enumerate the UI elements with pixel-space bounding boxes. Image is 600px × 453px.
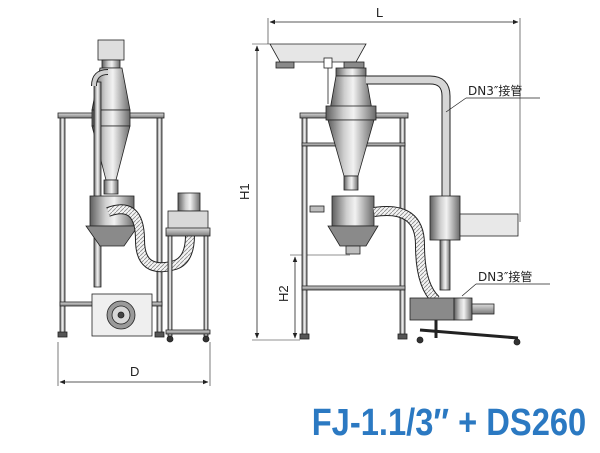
dimension-l-label: L <box>376 5 383 20</box>
left-frame-foot <box>57 331 68 338</box>
dimension-h1-label: H1 <box>237 183 252 200</box>
right-frame-post-left <box>301 115 308 339</box>
right-cyclone-upper <box>329 75 373 111</box>
left-top-neck <box>101 59 121 69</box>
left-blower-stand-post <box>203 235 209 337</box>
right-frame-post-right <box>399 115 406 339</box>
callout-bottom-label: DN3″接管 <box>478 269 532 284</box>
left-cone-outlet <box>103 179 119 195</box>
left-flex-hose <box>106 205 194 272</box>
left-blower-stand-foot <box>165 329 211 335</box>
right-blower-head <box>453 297 473 321</box>
right-view <box>252 18 550 346</box>
dimension-h2-label: H2 <box>276 285 291 302</box>
left-blower-base <box>165 227 211 237</box>
left-blower-stand-post <box>167 235 173 337</box>
right-hopper-cone <box>327 225 379 247</box>
right-top-delivery-pipe <box>366 76 450 200</box>
left-vertical-pipe <box>93 81 102 288</box>
right-filter-lid <box>269 43 367 63</box>
dimension-d-label: D <box>130 364 139 379</box>
right-separator <box>429 195 461 241</box>
left-top-box <box>97 39 125 61</box>
left-frame-foot <box>154 331 165 338</box>
left-hopper-cone <box>85 225 139 247</box>
right-hopper-body <box>331 195 375 227</box>
model-title: FJ-1.1/3″ + DS260 <box>311 402 586 444</box>
right-cyclone-cone <box>327 119 375 177</box>
right-blower-motor <box>409 297 455 321</box>
right-cyclone-band <box>325 105 377 121</box>
right-side-box <box>459 213 519 237</box>
right-frame-bottom-rail <box>301 285 406 291</box>
left-blower-motor <box>177 192 201 212</box>
callout-top-label: DN3″接管 <box>468 83 522 98</box>
right-flex-hose <box>373 207 439 303</box>
left-view <box>57 39 211 386</box>
